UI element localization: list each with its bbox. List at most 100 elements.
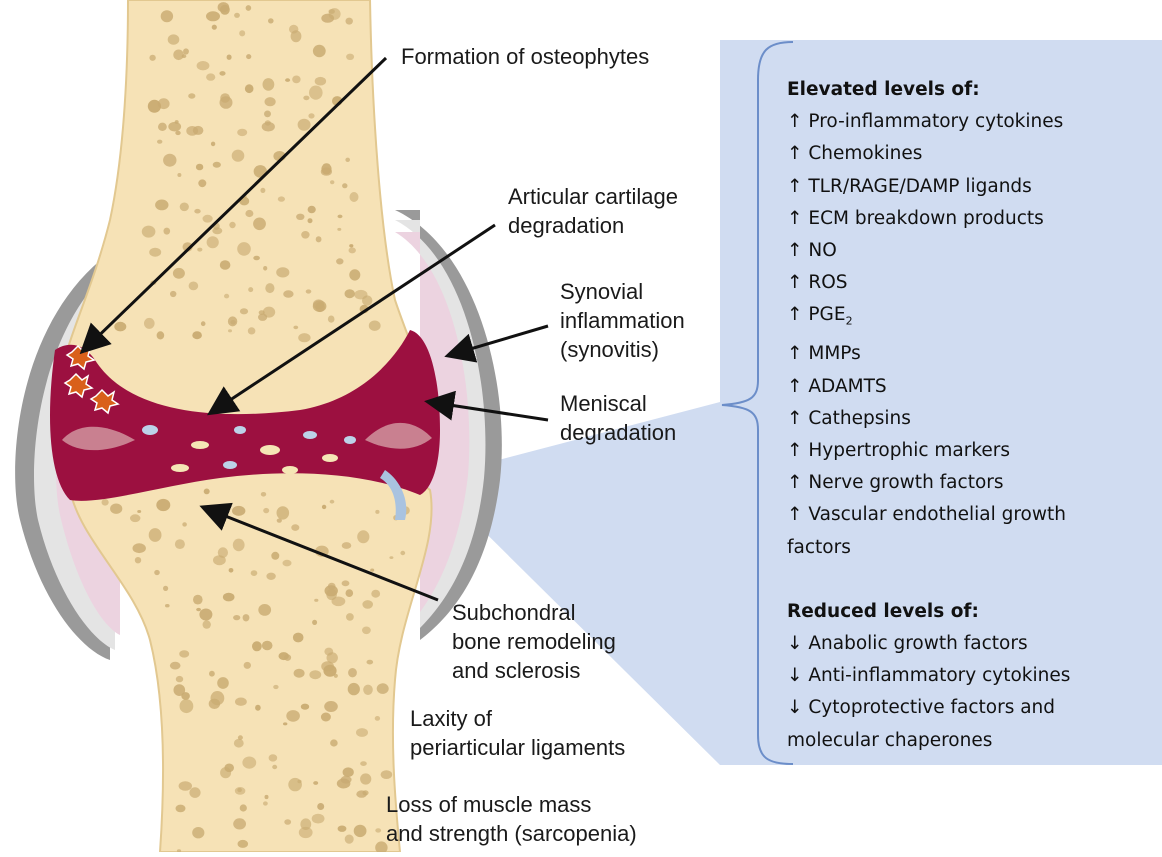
bone-pore [283, 560, 292, 567]
label-subchondral: Subchondral bone remodeling and sclerosi… [452, 598, 616, 685]
bone-pore [291, 524, 299, 531]
bone-pore [286, 710, 300, 722]
bone-pore [220, 93, 230, 102]
bone-pore [312, 814, 325, 824]
bone-pore [266, 573, 275, 580]
bone-pore [173, 50, 184, 61]
bone-pore [180, 699, 194, 713]
bone-pore [303, 96, 309, 101]
elevated-item: ↑ ROS [787, 267, 1070, 299]
bone-pore [157, 331, 165, 339]
bone-pore [224, 294, 229, 299]
bone-pore [253, 218, 266, 231]
bone-pore [346, 589, 354, 597]
bone-pore [328, 583, 336, 590]
bone-pore [197, 248, 202, 252]
bone-pore [345, 158, 350, 162]
bone-pore [217, 677, 229, 689]
bone-pore [276, 267, 289, 277]
reduced-item: ↓ Cytoprotective factors and [787, 692, 1070, 724]
bone-pore [350, 192, 359, 202]
list-spacer [787, 564, 1070, 596]
bone-pore [243, 614, 250, 621]
bone-pore [235, 698, 247, 706]
bone-pore [194, 209, 200, 214]
bone-pore [268, 18, 274, 23]
bone-pore [308, 218, 313, 223]
label-subchondral-line: Subchondral [452, 598, 616, 627]
bone-pore [296, 214, 304, 220]
bone-pore [298, 333, 310, 342]
bone-pore [342, 183, 347, 188]
bone-pore [321, 713, 331, 722]
bone-pore [170, 662, 181, 670]
bone-pore [248, 327, 256, 334]
bone-pore [263, 801, 268, 805]
bone-pore [334, 674, 338, 678]
bone-pore [245, 210, 253, 217]
bone-pore [161, 10, 173, 22]
bone-pore [301, 231, 309, 239]
bone-pore [238, 735, 243, 740]
bone-pore [343, 767, 354, 777]
bone-pore [357, 530, 369, 543]
bone-pore [193, 595, 203, 605]
bone-pore [133, 543, 146, 553]
bone-pore [338, 826, 347, 832]
bone-pore [337, 228, 341, 231]
label-synovitis: Synovial inflammation (synovitis) [560, 277, 685, 364]
bone-pore [174, 684, 186, 696]
bone-pore [375, 510, 379, 514]
label-meniscal-line: degradation [560, 418, 676, 447]
label-subchondral-line: and sclerosis [452, 656, 616, 685]
elevated-item: ↑ NO [787, 235, 1070, 267]
bone-pore [233, 539, 245, 552]
bone-pore [261, 492, 266, 497]
bone-pore [158, 98, 170, 109]
bone-pore [349, 244, 353, 247]
bone-pore [175, 120, 179, 124]
bone-pore [321, 163, 331, 174]
bone-pore [265, 795, 269, 799]
bone-pore [206, 11, 220, 21]
label-osteophytes-text: Formation of osteophytes [401, 42, 649, 71]
bone-pore [336, 258, 343, 264]
bone-pore [154, 570, 160, 575]
elevated-item-pge: ↑ PGE2 [787, 299, 1070, 338]
bone-pore [220, 5, 230, 15]
bone-pore [349, 269, 360, 280]
bone-pore [346, 54, 354, 60]
bone-pore [158, 123, 167, 131]
bone-pore [269, 754, 278, 761]
bone-pore [212, 25, 217, 30]
bone-pore [237, 129, 247, 136]
bone-pore [356, 728, 368, 737]
label-laxity-line: Laxity of [410, 704, 625, 733]
bone-pore [265, 97, 276, 106]
bone-pore [165, 604, 170, 607]
mediator-list: Elevated levels of: ↑ Pro-inflammatory c… [787, 74, 1070, 757]
bone-pore [330, 739, 338, 746]
bone-pore [168, 122, 181, 132]
bone-pore [381, 770, 393, 779]
reduced-item: ↓ Anti-inflammatory cytokines [787, 660, 1070, 692]
bone-pore [206, 73, 215, 80]
bone-pore [360, 773, 371, 784]
bone-pore [354, 825, 367, 837]
bone-pore [189, 282, 199, 291]
bone-pore [345, 289, 355, 298]
bone-pore [223, 593, 235, 602]
bone-pore [163, 154, 176, 167]
bone-pore [142, 226, 156, 238]
bone-pore [263, 78, 275, 91]
bone-pore [367, 660, 374, 665]
bone-pore [315, 77, 326, 86]
bone-pore [192, 827, 204, 838]
bone-pore [338, 215, 343, 219]
bone-pore [156, 499, 170, 511]
bone-pore [149, 248, 161, 257]
bone-pore [227, 55, 232, 60]
bone-pore [203, 215, 213, 223]
bone-pore [313, 45, 326, 57]
